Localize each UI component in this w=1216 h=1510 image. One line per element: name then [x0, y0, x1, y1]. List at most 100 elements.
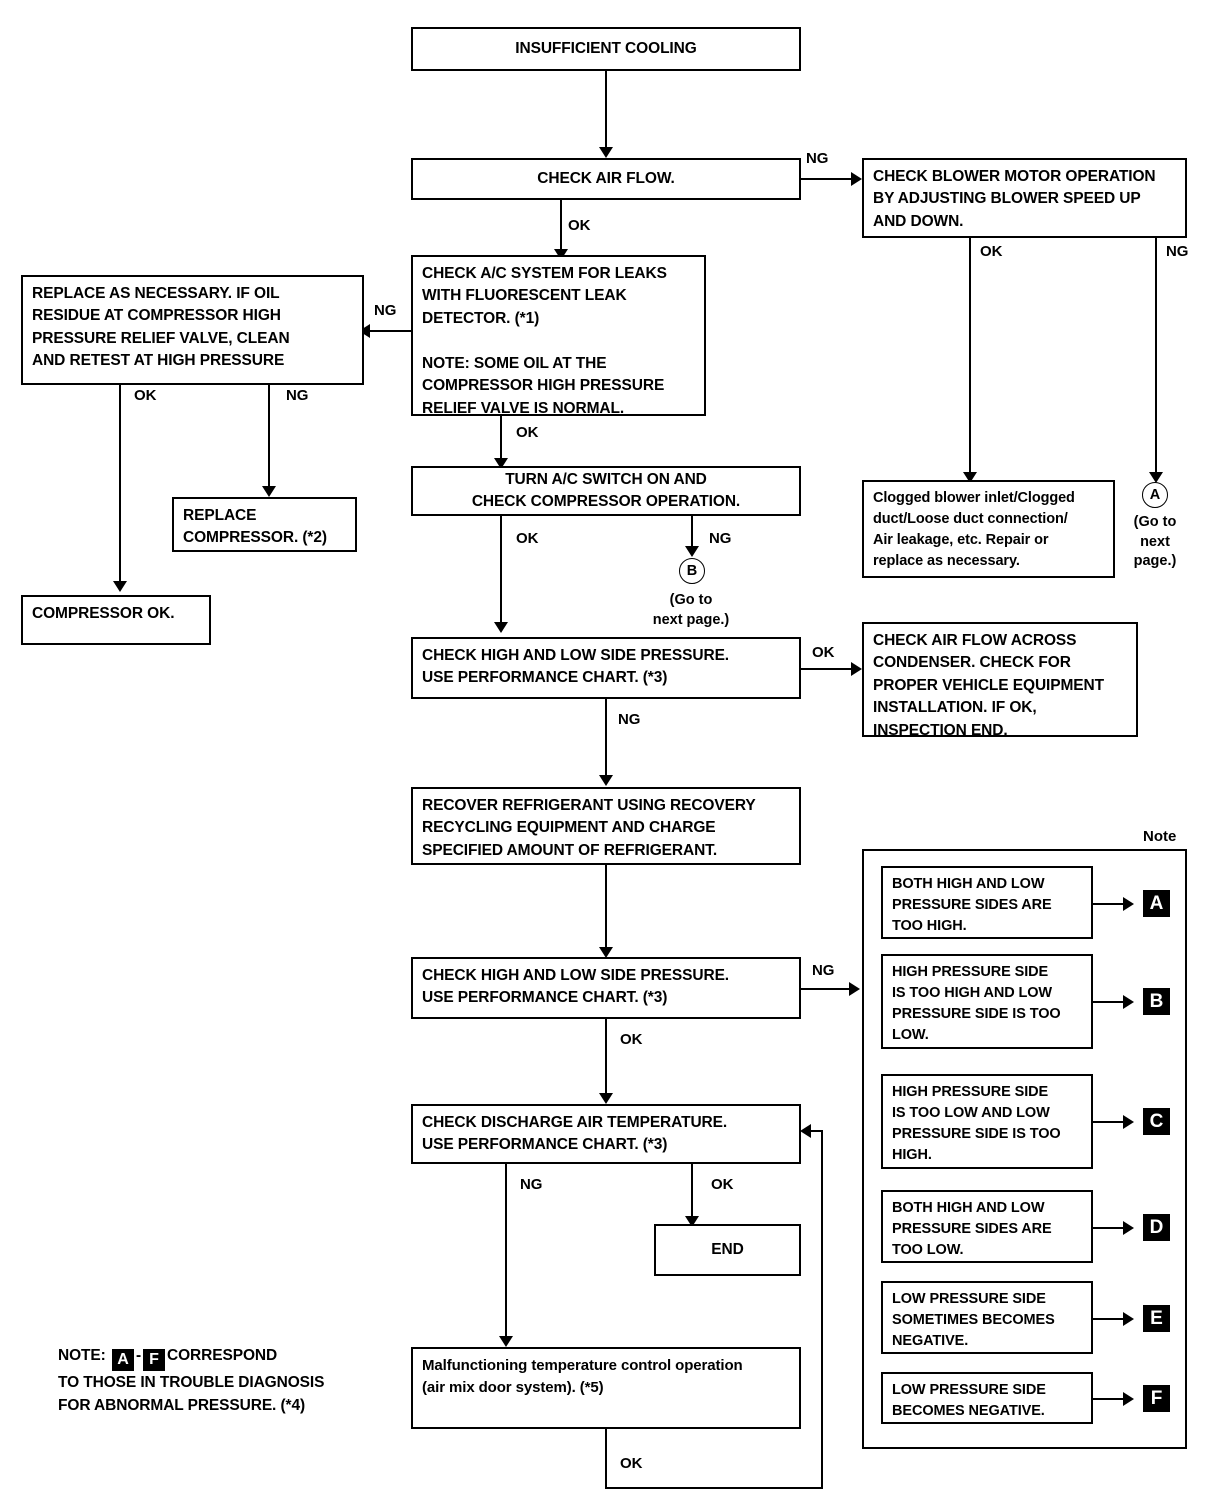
edge-label-ng-blower: NG [1166, 243, 1189, 260]
arrowhead-right [1123, 1392, 1134, 1406]
node-check-air-flow: CHECK AIR FLOW. [411, 158, 801, 200]
connector-a-caption: (Go to next page.) [1133, 514, 1177, 570]
note-code-badge-e: E [1143, 1305, 1170, 1332]
edge-blower-ng [1155, 238, 1157, 478]
node-check-pressure-2: CHECK HIGH AND LOW SIDE PRESSURE. USE PE… [411, 957, 801, 1019]
note-row-text-a: BOTH HIGH AND LOW PRESSURE SIDES ARE TOO… [881, 866, 1093, 939]
arrowhead-down [599, 1093, 613, 1104]
arrowhead-down [113, 581, 127, 592]
note-arrow-line-c [1093, 1121, 1129, 1123]
edge-label-ng-discharge: NG [520, 1176, 543, 1193]
note-arrow-line-a [1093, 903, 1129, 905]
node-compressor-ok: COMPRESSOR OK. [21, 595, 211, 645]
arrowhead-down [685, 546, 699, 557]
node-insufficient-cooling: INSUFFICIENT COOLING [411, 27, 801, 71]
note-panel-label: Note [1143, 828, 1177, 845]
edge-label-ok-air-flow: OK [568, 217, 591, 234]
node-replace-compressor: REPLACE COMPRESSOR. (*2) [172, 497, 357, 552]
edge-airflow-ng [801, 178, 857, 180]
arrowhead-right [851, 662, 862, 676]
arrowhead-down [685, 1216, 699, 1227]
node-end: END [654, 1224, 801, 1276]
node-check-condenser-airflow: CHECK AIR FLOW ACROSS CONDENSER. CHECK F… [862, 622, 1138, 739]
footnote-suffix: CORRESPOND [167, 1347, 278, 1364]
edge-pressure1-ok [801, 668, 857, 670]
edge-label-ng-pressure2: NG [812, 962, 835, 979]
arrowhead-right [1123, 995, 1134, 1009]
edge-label-ok-discharge: OK [711, 1176, 734, 1193]
edge-pressure2-ng [801, 988, 855, 990]
node-check-blower-motor: CHECK BLOWER MOTOR OPERATION BY ADJUSTIN… [862, 158, 1187, 238]
arrowhead-left [800, 1124, 811, 1138]
edge-label-ng-leaks: NG [374, 302, 397, 319]
arrowhead-down [494, 458, 508, 469]
arrowhead-left [359, 324, 370, 338]
note-code-badge-f: F [1143, 1385, 1170, 1412]
edge-label-ok-blower: OK [980, 243, 1003, 260]
node-check-pressure-1: CHECK HIGH AND LOW SIDE PRESSURE. USE PE… [411, 637, 801, 699]
arrowhead-down [494, 622, 508, 633]
edge-airflow-ok [560, 200, 562, 253]
node-check-discharge-temp: CHECK DISCHARGE AIR TEMPERATURE. USE PER… [411, 1104, 801, 1164]
arrowhead-right [1123, 1115, 1134, 1129]
edge-pressure1-ng [605, 699, 607, 779]
edge-label-ok-malfunction: OK [620, 1455, 643, 1472]
edge-replace-ng [268, 385, 270, 490]
arrowhead-down [963, 472, 977, 483]
node-recover-refrigerant: RECOVER REFRIGERANT USING RECOVERY RECYC… [411, 787, 801, 865]
node-turn-ac-switch: TURN A/C SWITCH ON AND CHECK COMPRESSOR … [411, 466, 801, 516]
arrowhead-right [849, 982, 860, 996]
footnote-line2: TO THOSE IN TROUBLE DIAGNOSIS [58, 1374, 325, 1391]
edge-label-ng-pressure1: NG [618, 711, 641, 728]
edge-label-ok-compressor: OK [516, 530, 539, 547]
footnote-prefix: NOTE: [58, 1347, 110, 1364]
connector-b-circle: B [679, 558, 705, 584]
edge-label-ok-pressure2: OK [620, 1031, 643, 1048]
note-arrow-line-b [1093, 1001, 1129, 1003]
edge-replace-ok [119, 385, 121, 585]
edge-leaks-ok [500, 416, 502, 462]
arrowhead-right [1123, 1312, 1134, 1326]
arrowhead-right [1123, 897, 1134, 911]
note-arrow-line-f [1093, 1398, 1129, 1400]
edge-recover-to-pressure2 [605, 865, 607, 951]
edge-compressor-ok [500, 516, 502, 626]
edge-label-ok-pressure1: OK [812, 644, 835, 661]
note-code-badge-b: B [1143, 988, 1170, 1015]
footnote-dash: - [135, 1347, 141, 1364]
edge-label-ok-replace: OK [134, 387, 157, 404]
edge-leaks-ng [364, 330, 412, 332]
node-replace-as-necessary: REPLACE AS NECESSARY. IF OIL RESIDUE AT … [21, 275, 364, 385]
edge-discharge-ok [691, 1164, 693, 1220]
edge-label-ok-leaks: OK [516, 424, 539, 441]
edge-blower-ok [969, 238, 971, 478]
edge-malfunction-ok-right [605, 1487, 823, 1489]
arrowhead-down [599, 147, 613, 158]
note-row-text-d: BOTH HIGH AND LOW PRESSURE SIDES ARE TOO… [881, 1190, 1093, 1263]
note-code-badge-a: A [1143, 890, 1170, 917]
connector-a-circle: A [1142, 482, 1168, 508]
arrowhead-down [554, 249, 568, 260]
arrowhead-down [499, 1336, 513, 1347]
node-malfunctioning-temp: Malfunctioning temperature control opera… [411, 1347, 801, 1429]
edge-label-ng-replace: NG [286, 387, 309, 404]
note-arrow-line-e [1093, 1318, 1129, 1320]
note-code-badge-d: D [1143, 1214, 1170, 1241]
footnote-line3: FOR ABNORMAL PRESSURE. (*4) [58, 1397, 306, 1415]
footnote-code-a: A [111, 1349, 134, 1371]
note-row-text-b: HIGH PRESSURE SIDE IS TOO HIGH AND LOW P… [881, 954, 1093, 1049]
note-row-text-f: LOW PRESSURE SIDE BECOMES NEGATIVE. [881, 1372, 1093, 1424]
note-row-text-e: LOW PRESSURE SIDE SOMETIMES BECOMES NEGA… [881, 1281, 1093, 1354]
edge-malfunction-ok-into-discharge [811, 1130, 823, 1132]
footnote-code-f: F [143, 1349, 165, 1371]
connector-b-caption: (Go to next page.) [652, 592, 730, 628]
edge-label-ng-compressor: NG [709, 530, 732, 547]
edge-compressor-ng [691, 516, 693, 550]
edge-malfunction-ok-down [605, 1429, 607, 1489]
edge-discharge-ng [505, 1164, 507, 1340]
note-row-text-c: HIGH PRESSURE SIDE IS TOO LOW AND LOW PR… [881, 1074, 1093, 1169]
node-clogged-blower: Clogged blower inlet/Clogged duct/Loose … [862, 480, 1115, 578]
arrowhead-right [851, 172, 862, 186]
